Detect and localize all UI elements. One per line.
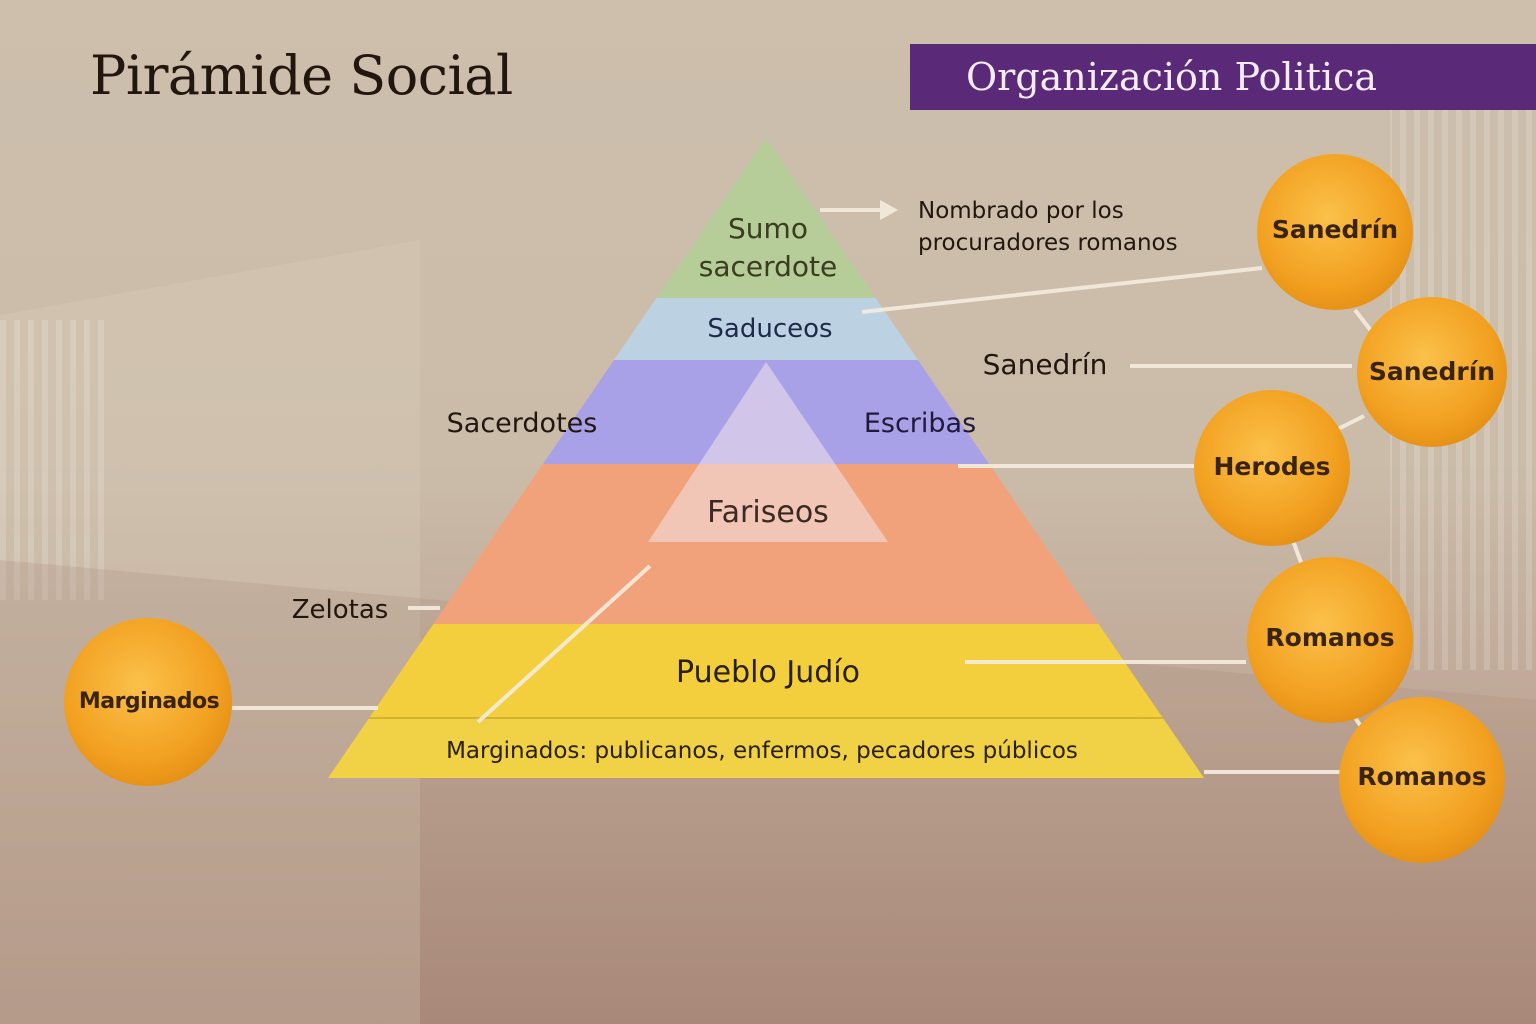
circle-label: Herodes — [1213, 452, 1330, 481]
sacerdotes-label: Sacerdotes — [447, 408, 598, 439]
nombrado-label-line-1: Nombrado por los — [918, 198, 1124, 224]
circle-herodes: Herodes — [1194, 390, 1350, 546]
sanedrin-label: Sanedrín — [983, 348, 1108, 381]
marginados-band-label: Marginados: publicanos, enfermos, pecado… — [446, 738, 1078, 764]
circle-label: Marginados — [79, 689, 220, 714]
circle-sanedrin-1: Sanedrín — [1257, 154, 1413, 310]
band-pueblo-judio — [328, 624, 1204, 718]
pueblo-judio-label: Pueblo Judío — [676, 655, 860, 690]
apex-label-line-2: sacerdote — [699, 250, 838, 283]
circle-romanos-1: Romanos — [1247, 557, 1413, 723]
circle-label: Romanos — [1357, 762, 1486, 791]
connectors — [232, 200, 1374, 774]
circle-sanedrin-2: Sanedrín — [1357, 297, 1507, 447]
escribas-label: Escribas — [864, 408, 976, 439]
band-marginados — [328, 718, 1204, 778]
nombrado-label-line-2: procuradores romanos — [918, 230, 1178, 256]
page-title: Pirámide Social — [90, 44, 513, 107]
apex-label-line-1: Sumo — [728, 212, 808, 245]
circle-label: Sanedrín — [1369, 357, 1495, 386]
organizacion-politica-banner: Organización Politica — [910, 44, 1536, 110]
circle-romanos-2: Romanos — [1339, 697, 1505, 863]
circle-label: Sanedrín — [1272, 215, 1398, 244]
fariseos-triangle — [648, 362, 888, 542]
saduceos-label: Saduceos — [707, 314, 832, 344]
circle-label: Romanos — [1265, 623, 1394, 652]
circle-marginados: Marginados — [64, 618, 232, 786]
fariseos-label: Fariseos — [707, 495, 829, 530]
zelotas-label: Zelotas — [292, 595, 389, 625]
